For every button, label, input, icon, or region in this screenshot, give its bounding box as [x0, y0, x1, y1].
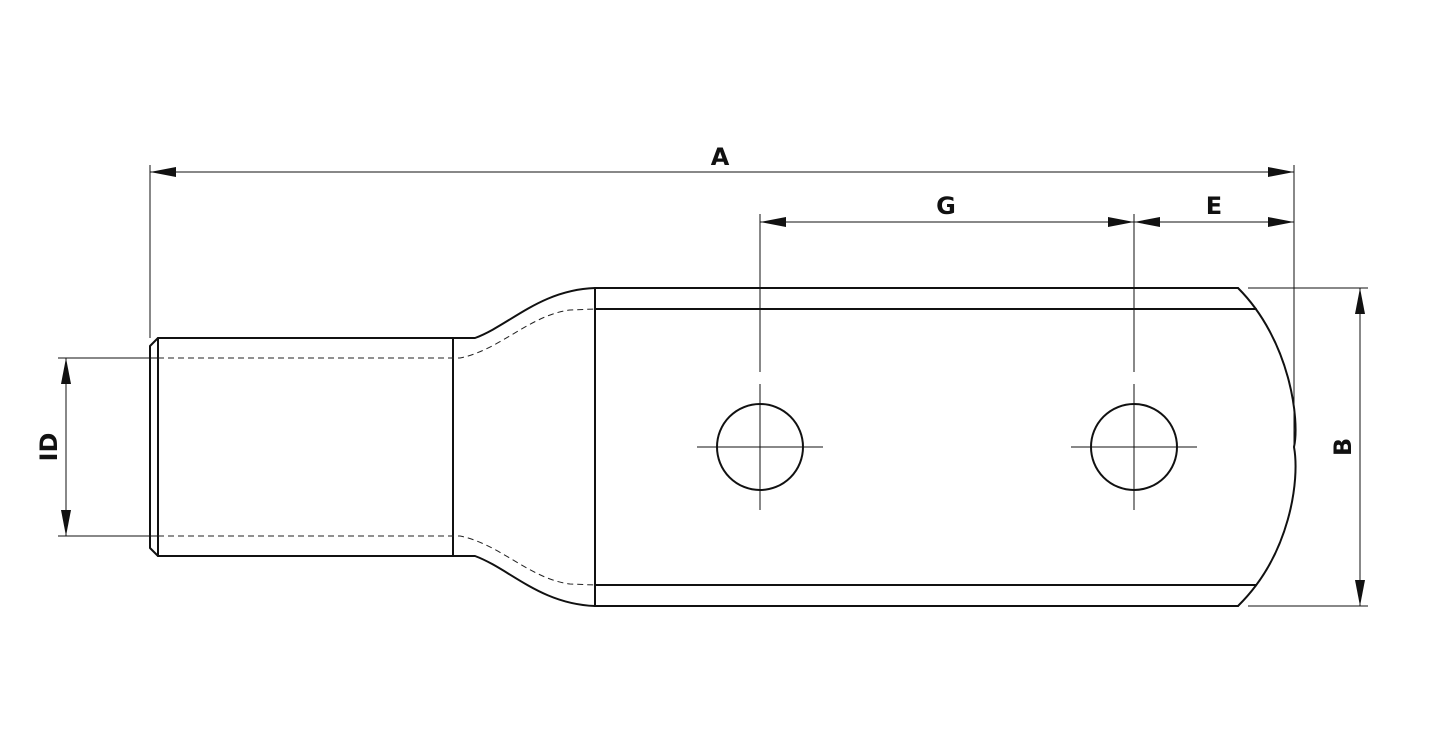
- dim-g-arrow-left: [760, 217, 786, 227]
- dim-id-arrow-top: [61, 358, 71, 384]
- dimension-e: E: [1134, 192, 1294, 227]
- dim-id-label: ID: [35, 433, 63, 462]
- dim-b-arrow-bottom: [1355, 580, 1365, 606]
- dimension-g: G: [759, 192, 1135, 372]
- dim-id-arrow-bottom: [61, 510, 71, 536]
- dim-b-label: B: [1329, 438, 1357, 456]
- bore-hidden-top: [158, 308, 596, 359]
- dim-a-label: A: [711, 143, 730, 171]
- dim-e-arrow-left: [1134, 217, 1160, 227]
- dim-e-label: E: [1206, 192, 1222, 220]
- dim-g-label: G: [936, 192, 956, 220]
- neck-top-curve: [452, 287, 596, 339]
- bolt-hole-left: [697, 384, 823, 510]
- dim-a-arrow-left: [150, 167, 176, 177]
- dimension-id: ID: [35, 357, 158, 537]
- bore-hidden-bottom: [158, 535, 596, 586]
- bolt-hole-right: [1071, 384, 1197, 510]
- lug-body: [149, 287, 1297, 607]
- palm-rounded-end: [1237, 287, 1297, 607]
- dim-e-arrow-right: [1268, 217, 1294, 227]
- dim-g-arrow-right: [1108, 217, 1134, 227]
- dimension-b: B: [1248, 287, 1368, 607]
- dim-b-arrow-top: [1355, 288, 1365, 314]
- dim-a-arrow-right: [1268, 167, 1294, 177]
- barrel-outline: [149, 337, 454, 557]
- dimension-a: A: [149, 143, 1295, 447]
- neck-bottom-curve: [452, 555, 596, 607]
